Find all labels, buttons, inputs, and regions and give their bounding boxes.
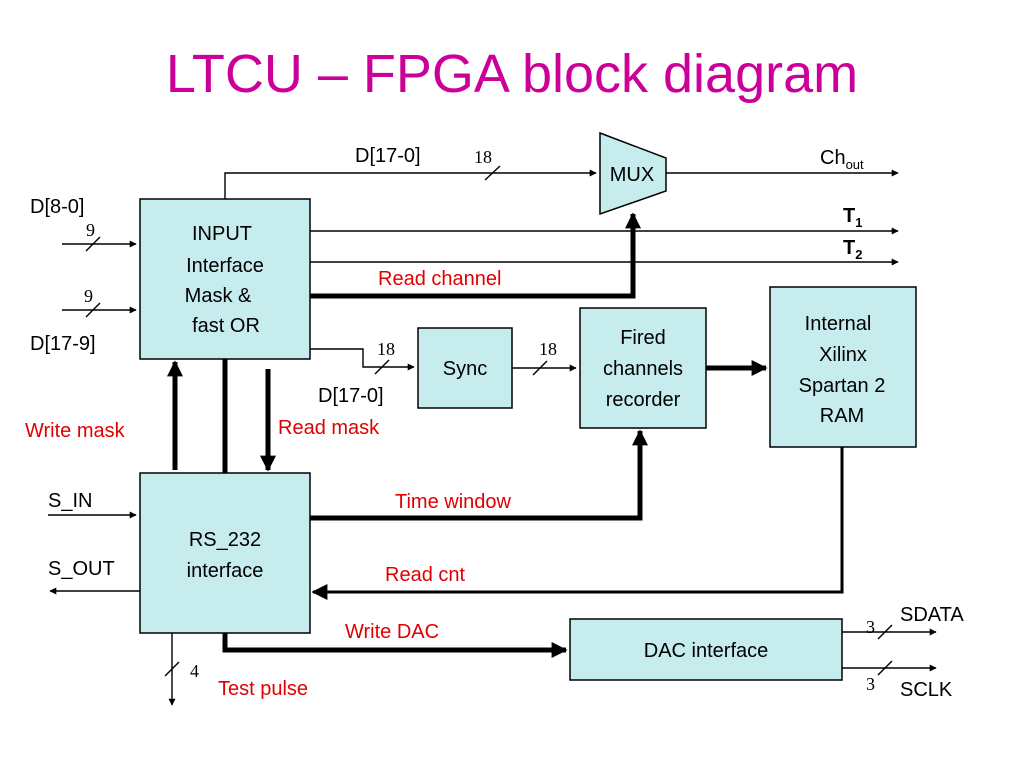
label-read-channel: Read channel (378, 268, 501, 290)
write-dac-line (222, 633, 568, 658)
input-block-line3: Mask & (185, 285, 252, 307)
page-title: LTCU – FPGA block diagram (166, 44, 858, 104)
ram-line1: Internal (805, 313, 872, 335)
label-sdata: SDATA (900, 604, 964, 626)
bus-slash-top (484, 165, 501, 181)
label-sclk: SCLK (900, 679, 953, 701)
fired-line2: channels (603, 358, 683, 380)
read-channel-line (310, 212, 641, 299)
mux-label: MUX (610, 164, 654, 186)
input-to-sync-line (310, 348, 415, 371)
label-s-out: S_OUT (48, 558, 115, 580)
width-to-sync: 18 (377, 339, 395, 359)
label-read-mask: Read mask (278, 417, 380, 439)
ram-block (769, 286, 917, 448)
bus-slash-test-pulse (164, 661, 180, 677)
label-write-dac: Write DAC (345, 621, 439, 643)
rs232-block (139, 472, 311, 634)
bus-slash-to-sync (374, 359, 390, 375)
label-d17-9: D[17-9] (30, 333, 96, 355)
label-t2: T2 (843, 237, 862, 262)
bus-slash-d8-0 (85, 236, 101, 252)
rs232-line2: interface (187, 560, 264, 582)
label-d17-0-top: D[17-0] (355, 145, 421, 167)
label-ch-out: Chout (820, 147, 864, 172)
label-t1: T1 (843, 205, 862, 230)
label-write-mask: Write mask (25, 420, 126, 442)
label-time-window: Time window (395, 491, 512, 513)
width-sdata: 3 (866, 617, 875, 637)
label-s-in: S_IN (48, 490, 92, 512)
fired-line3: recorder (606, 389, 681, 411)
width-from-sync: 18 (539, 339, 557, 359)
width-d17-9: 9 (84, 286, 93, 306)
ram-line2: Xilinx (819, 344, 867, 366)
sync-label: Sync (443, 358, 487, 380)
width-test-pulse: 4 (190, 661, 199, 681)
sync-block (417, 327, 513, 409)
mux-block (599, 131, 667, 216)
dac-label: DAC interface (644, 640, 769, 662)
width-d8-0: 9 (86, 220, 95, 240)
width-sclk: 3 (866, 674, 875, 694)
input-block-line2: Interface (186, 255, 264, 277)
bus-slash-sclk (877, 660, 893, 676)
width-top: 18 (474, 147, 492, 167)
ram-line3: Spartan 2 (799, 375, 886, 397)
read-cnt-line (311, 447, 844, 600)
label-d8-0: D[8-0] (30, 196, 84, 218)
fired-channels-block (579, 307, 707, 429)
bus-slash-d17-9 (85, 302, 101, 318)
bus-slash-sdata (877, 624, 893, 640)
dac-interface-block (569, 618, 843, 681)
ram-line4: RAM (820, 405, 864, 427)
fired-line1: Fired (620, 327, 666, 349)
input-block-line1: INPUT (192, 223, 252, 245)
label-read-cnt: Read cnt (385, 564, 465, 586)
bus-d17-0-to-mux (224, 169, 597, 199)
input-interface-block (139, 198, 311, 360)
label-test-pulse: Test pulse (218, 678, 308, 700)
rs232-line1: RS_232 (189, 529, 261, 551)
time-window-line (310, 429, 648, 521)
bus-slash-from-sync (532, 360, 548, 376)
input-block-line4: fast OR (192, 315, 260, 337)
label-d17-0-mid: D[17-0] (318, 385, 384, 407)
